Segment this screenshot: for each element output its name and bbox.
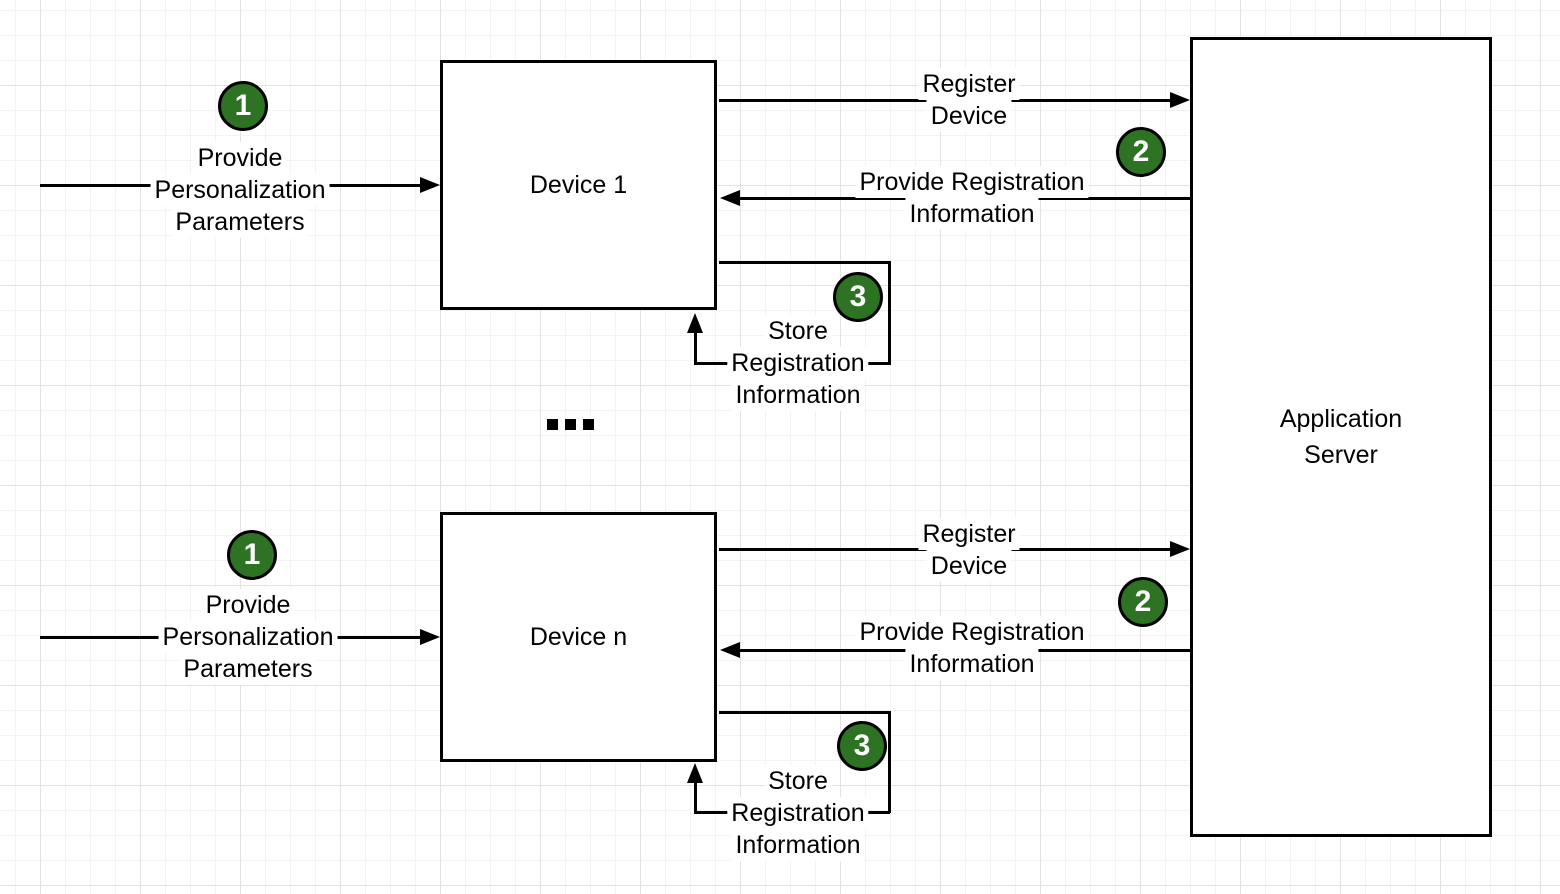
device1-register-arrowhead-icon xyxy=(1170,92,1190,108)
devicen-store-loop-left-line xyxy=(694,783,697,813)
device1-store-label: Store Registration Information xyxy=(727,315,869,411)
device1-step-3-badge: 3 xyxy=(833,272,883,322)
devicen-store-label: Store Registration Information xyxy=(727,765,869,861)
devicen-store-loop-top-line xyxy=(719,711,890,714)
devicen-personalization-label: Provide Personalization Parameters xyxy=(158,589,338,685)
device-1-node: Device 1 xyxy=(440,60,717,310)
device1-registration-info-label: Provide Registration Information xyxy=(855,166,1089,230)
devicen-register-label: Register Device xyxy=(918,518,1020,582)
devicen-register-arrowhead-icon xyxy=(1170,541,1190,557)
device1-store-loop-right-line xyxy=(888,261,891,365)
device1-store-loop-left-line xyxy=(694,333,697,364)
device1-store-loop-top-line xyxy=(719,261,890,264)
application-server-label: Application Server xyxy=(1279,405,1403,469)
devicen-step-2-badge: 2 xyxy=(1118,577,1168,627)
application-server-node: Application Server xyxy=(1190,37,1492,837)
devicen-store-loop-right-line xyxy=(888,711,891,813)
devicen-step-1-badge: 1 xyxy=(227,530,277,580)
device1-step-2-badge: 2 xyxy=(1116,127,1166,177)
devicen-personalization-arrowhead-icon xyxy=(420,629,440,645)
device1-personalization-label: Provide Personalization Parameters xyxy=(150,142,330,238)
devicen-step-3-badge: 3 xyxy=(837,721,887,771)
device-1-label: Device 1 xyxy=(529,171,628,199)
devicen-registration-info-arrowhead-icon xyxy=(720,642,740,658)
device1-store-arrowhead-icon xyxy=(687,313,703,333)
ellipsis xyxy=(547,419,594,430)
device1-registration-info-arrowhead-icon xyxy=(720,190,740,206)
devicen-registration-info-label: Provide Registration Information xyxy=(855,616,1089,680)
device-n-label: Device n xyxy=(529,623,628,651)
device1-step-1-badge: 1 xyxy=(218,81,268,131)
device-n-node: Device n xyxy=(440,512,717,762)
devicen-store-arrowhead-icon xyxy=(687,763,703,783)
device1-personalization-arrowhead-icon xyxy=(420,177,440,193)
device1-register-label: Register Device xyxy=(918,68,1020,132)
